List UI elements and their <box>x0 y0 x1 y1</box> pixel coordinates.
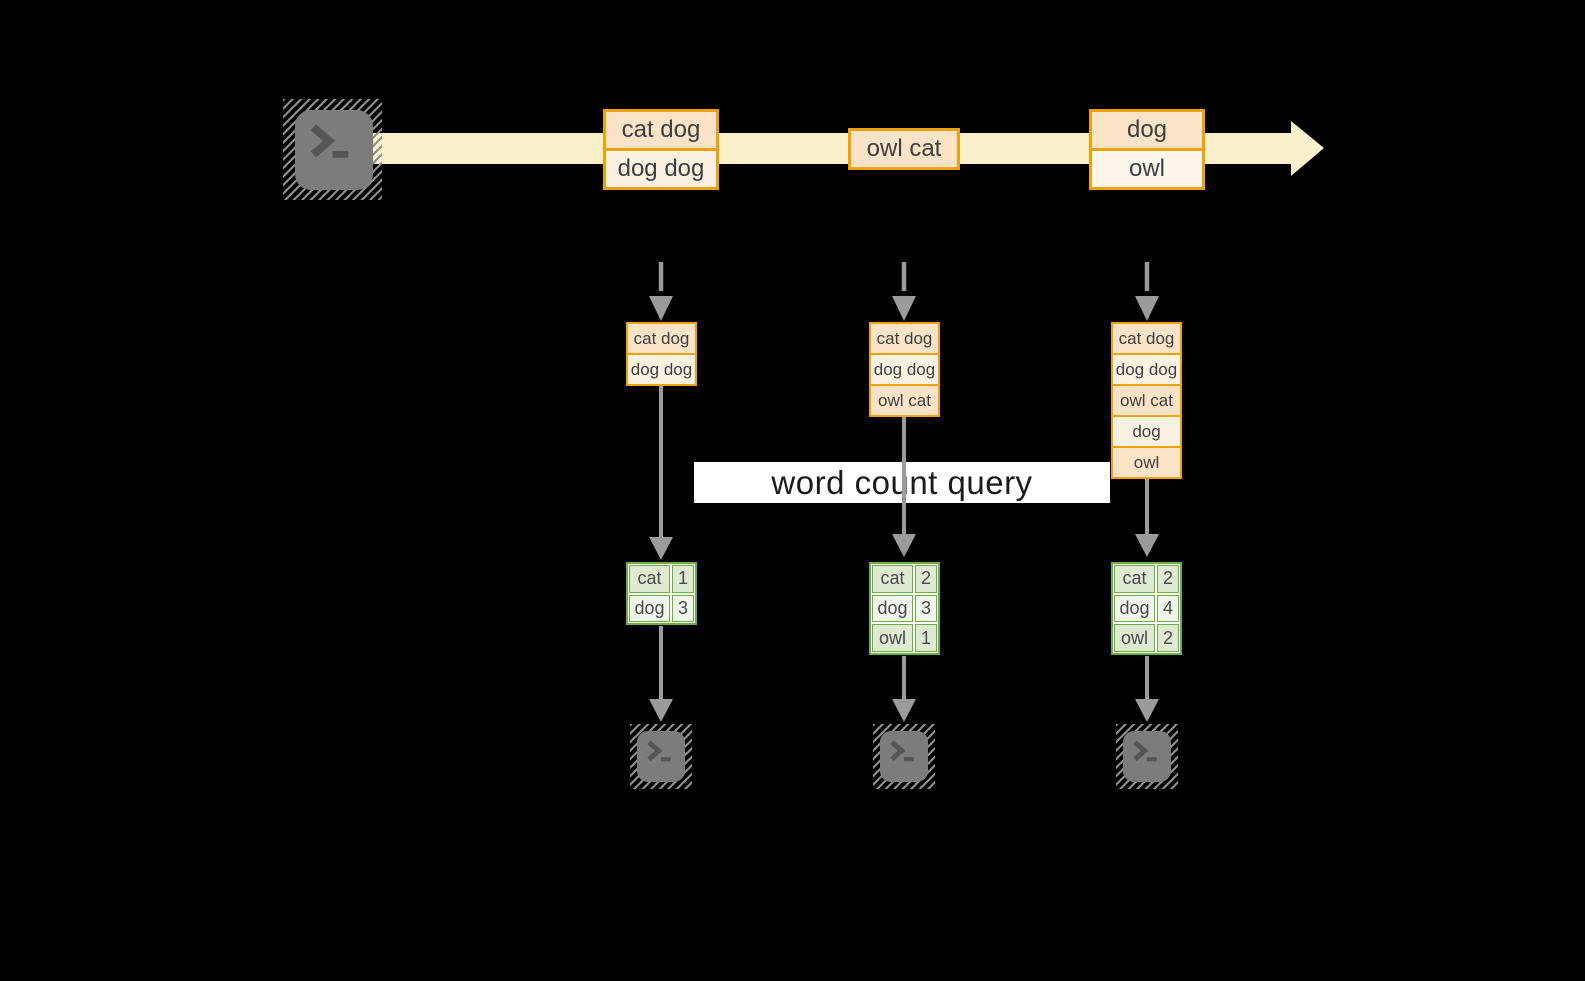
terminal-body <box>1123 731 1171 782</box>
count-cell: 2 <box>1157 565 1179 593</box>
source-terminal-icon <box>283 99 382 200</box>
queue-item: cat dog <box>1111 322 1182 355</box>
stream-record: cat dog <box>606 112 716 151</box>
count-cell: 2 <box>1157 624 1179 652</box>
word-cell: dog <box>872 594 913 623</box>
count-cell: 3 <box>915 594 937 623</box>
count-cell: 1 <box>672 565 694 593</box>
queue-1: cat dog dog dog <box>626 322 697 386</box>
result-table-3: cat 2 dog 4 owl 2 <box>1111 562 1182 655</box>
word-cell: cat <box>872 565 913 593</box>
queue-item: cat dog <box>869 322 940 355</box>
count-cell: 4 <box>1157 594 1179 623</box>
sink-terminal-icon <box>1116 724 1178 789</box>
terminal-prompt-icon <box>310 124 349 158</box>
word-cell: owl <box>872 624 913 652</box>
stream-event-3: dog owl <box>1089 109 1205 190</box>
stream-record: dog dog <box>606 151 716 187</box>
stream-event-2: owl cat <box>848 128 960 170</box>
query-banner-label: word count query <box>771 463 1033 501</box>
terminal-prompt-icon <box>890 740 914 762</box>
stream-record: owl cat <box>851 131 957 167</box>
terminal-prompt-icon <box>1133 740 1157 762</box>
terminal-prompt-icon <box>647 740 671 762</box>
word-cell: dog <box>1114 594 1155 623</box>
queue-3: cat dog dog dog owl cat dog owl <box>1111 322 1182 479</box>
queue-item: owl cat <box>1111 384 1182 417</box>
queue-item: cat dog <box>626 322 697 355</box>
ingest-arrows <box>649 262 1159 321</box>
count-cell: 3 <box>672 594 694 622</box>
word-cell: dog <box>629 594 670 622</box>
queue-item: dog dog <box>626 353 697 386</box>
terminal-body <box>637 731 685 782</box>
stream-record: owl <box>1092 151 1202 187</box>
result-table-1: cat 1 dog 3 <box>626 562 697 625</box>
query-banner: word count query <box>694 462 1110 503</box>
word-cell: cat <box>1114 565 1155 593</box>
stream-record: dog <box>1092 112 1202 151</box>
count-cell: 2 <box>915 565 937 593</box>
word-cell: owl <box>1114 624 1155 652</box>
queue-item: owl <box>1111 446 1182 479</box>
queue-item: dog dog <box>869 353 940 386</box>
terminal-body <box>880 731 928 782</box>
stream-event-1: cat dog dog dog <box>603 109 719 190</box>
sink-terminal-icon <box>630 724 692 789</box>
queue-item: dog <box>1111 415 1182 448</box>
queue-item: owl cat <box>869 384 940 417</box>
queue-2: cat dog dog dog owl cat <box>869 322 940 417</box>
count-cell: 1 <box>915 624 937 652</box>
word-cell: cat <box>629 565 670 593</box>
sink-terminal-icon <box>873 724 935 789</box>
queue-item: dog dog <box>1111 353 1182 386</box>
terminal-body <box>295 110 373 190</box>
result-table-2: cat 2 dog 3 owl 1 <box>869 562 940 655</box>
